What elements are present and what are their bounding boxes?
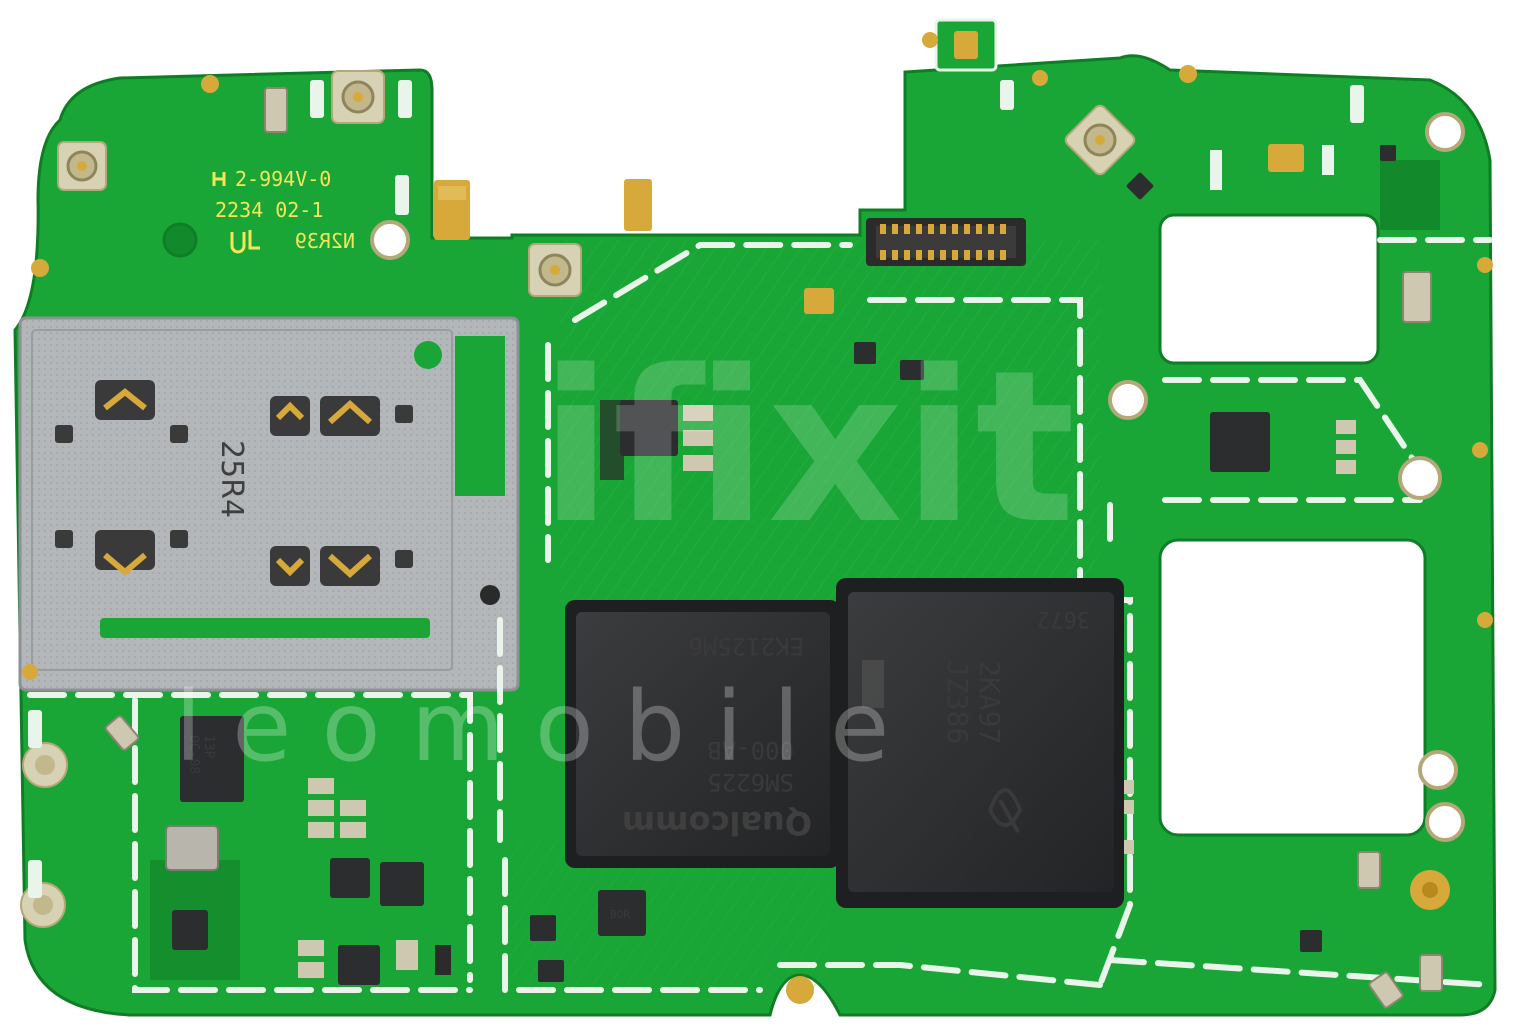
qfn-chip-line2: 0C-08 xyxy=(186,735,201,774)
rf-connector xyxy=(22,742,68,788)
watermark-text: l e o m o b i l e xyxy=(175,671,889,783)
gold-pad xyxy=(22,664,38,680)
spring-contact xyxy=(624,179,652,231)
gold-pad xyxy=(1477,257,1493,273)
gold-pad xyxy=(1032,70,1048,86)
sim-contacts xyxy=(55,380,413,586)
rf-connector xyxy=(20,882,66,928)
gold-pad xyxy=(201,75,219,93)
ul-logo xyxy=(230,230,260,254)
qfn-chip-line1: 13P xyxy=(201,735,216,759)
mounting-holes xyxy=(162,112,1465,1004)
board-cutout-lower xyxy=(1158,538,1427,837)
board-to-board-connector xyxy=(866,218,1026,266)
sim-tray-mark: 25R4 xyxy=(214,440,249,518)
gold-pad-antenna xyxy=(934,18,998,72)
spring-contact xyxy=(434,180,470,240)
memory-logo-icon xyxy=(988,788,1023,833)
soc-chip: EK2125M6 000-AB SM6225 Qualcomm xyxy=(565,600,840,868)
gold-pad xyxy=(922,32,938,48)
memory-chip: 3672 2KA97 JZ386 xyxy=(836,578,1124,908)
gold-pad xyxy=(1477,612,1493,628)
sim-card-tray: 25R4 xyxy=(18,316,520,692)
spring-contact xyxy=(1410,870,1450,910)
rating-text: 2-994V-0 xyxy=(235,167,331,191)
passive-components xyxy=(28,80,1443,1009)
rf-connector xyxy=(528,243,582,297)
date-code-text: 2234 02-1 xyxy=(215,198,323,222)
board-code-mirrored: N2R39 xyxy=(295,229,355,253)
pmic-chip: BOR xyxy=(598,890,646,936)
pmic-mark: BOR xyxy=(610,908,630,921)
qfn-chip: 13P 0C-08 xyxy=(180,716,244,802)
ul-mark xyxy=(212,172,226,186)
soc-model: SM6225 xyxy=(707,768,794,796)
soc-lot-code: EK2125M6 xyxy=(688,632,804,660)
small-ics xyxy=(172,145,1396,985)
watermark-brand: ifixit xyxy=(540,325,1075,570)
gold-pad xyxy=(1472,442,1488,458)
gold-pad xyxy=(31,259,49,277)
silkscreen-text: 2-994V-0 2234 02-1 N2R39 xyxy=(212,167,355,254)
rf-connector xyxy=(331,70,385,124)
rf-connector xyxy=(57,141,107,191)
soc-variant: 000-AB xyxy=(707,736,794,764)
watermark: ifixit l e o m o b i l e xyxy=(175,325,1075,783)
rf-connector xyxy=(1064,104,1136,176)
memory-line1: 2KA97 xyxy=(973,660,1006,744)
memory-corner-code: 3672 xyxy=(1037,606,1090,631)
gold-pad xyxy=(1179,65,1197,83)
board-cutout-upper xyxy=(1158,213,1380,365)
memory-line2: JZ386 xyxy=(941,660,974,744)
soc-brand: Qualcomm xyxy=(622,804,812,842)
mask-zone xyxy=(1380,160,1440,230)
